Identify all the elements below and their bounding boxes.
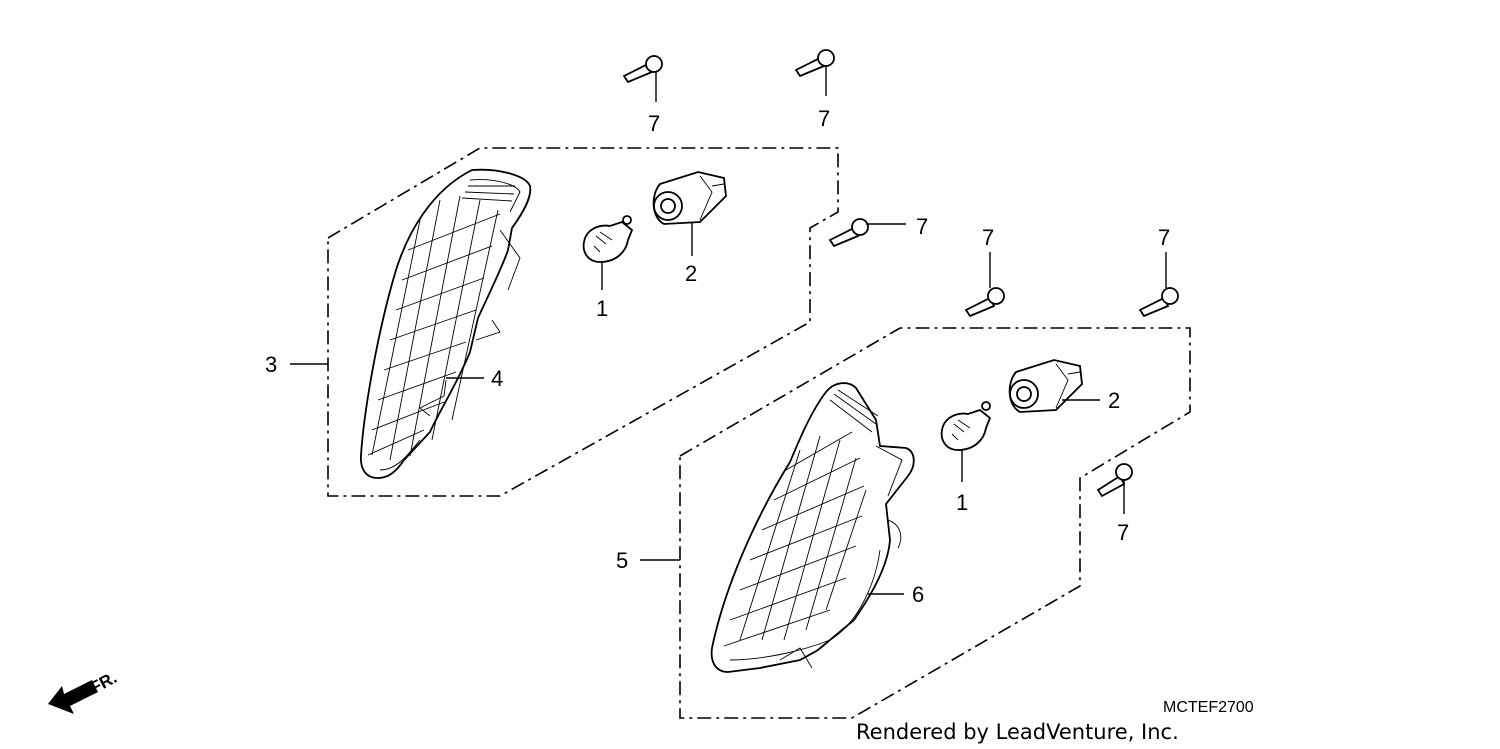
right-socket <box>1008 359 1083 413</box>
front-direction-indicator: FR. <box>48 668 120 714</box>
left-assembly: 7 7 7 1 2 3 4 <box>265 49 928 497</box>
callout-1-right: 1 <box>956 490 968 515</box>
callout-7-right-a: 7 <box>982 225 994 250</box>
screw-top-left <box>622 55 663 84</box>
callout-5: 5 <box>616 548 628 573</box>
callout-7-right-b: 7 <box>1158 225 1170 250</box>
left-group-outline <box>327 147 839 497</box>
callout-2-left: 2 <box>685 261 697 286</box>
diagram-code: MCTEF2700 <box>1163 699 1254 716</box>
callout-2-right: 2 <box>1108 388 1120 413</box>
rendered-by-credit: Rendered by LeadVenture, Inc. <box>856 720 1179 744</box>
callout-7-right-lower: 7 <box>1117 520 1129 545</box>
screw-right-lower <box>1096 463 1133 498</box>
callout-3: 3 <box>265 352 277 377</box>
screw-right-top-a <box>964 287 1005 318</box>
screw-top-middle <box>794 49 835 78</box>
callout-6: 6 <box>912 582 924 607</box>
right-lens-housing <box>710 382 915 673</box>
screw-right-top-b <box>1138 287 1179 318</box>
callout-7-top-left: 7 <box>648 111 660 136</box>
callout-1-left: 1 <box>596 296 608 321</box>
callout-7-left-group-right: 7 <box>916 214 928 239</box>
left-bulb <box>582 215 634 263</box>
left-socket <box>652 171 727 225</box>
front-arrow-icon <box>48 680 98 714</box>
screw-right-of-left-group <box>828 218 869 248</box>
callout-4: 4 <box>491 366 503 391</box>
left-lens-housing <box>360 168 532 479</box>
right-assembly: 7 7 7 1 2 5 6 <box>616 225 1191 719</box>
right-bulb <box>940 401 992 451</box>
right-group-outline <box>679 327 1191 719</box>
callout-7-top-middle: 7 <box>818 106 830 131</box>
